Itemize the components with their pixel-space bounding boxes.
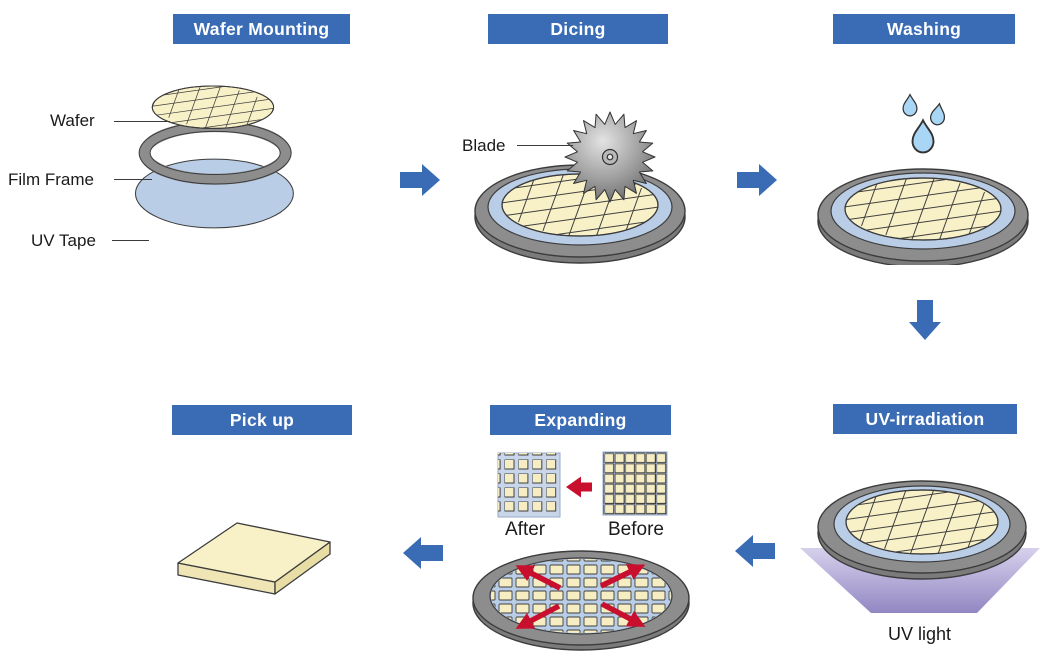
dicing-illustration [474,111,686,264]
after-die-block [497,452,561,518]
flow-arrow-left-icon [403,537,443,569]
film-frame-lead-line [114,179,152,180]
step-header-wafer-mounting: Wafer Mounting [173,14,350,44]
film-frame-ring [138,121,292,185]
water-drops-icon [902,93,946,154]
pick-up-illustration [177,522,331,595]
blade-label: Blade [462,136,506,155]
uv-irradiation-illustration [800,480,1040,613]
film-frame-label: Film Frame [8,170,94,189]
uv-tape-label: UV Tape [31,231,96,250]
uv-light-label: UV light [888,624,952,644]
expand-arrows-icon [515,564,646,629]
uv-tape-lead-line [112,240,149,241]
after-label: After [505,519,546,540]
wafer-mounting-illustration [134,85,294,229]
flow-arrow-right-icon [400,164,440,196]
mounted-wafer [817,168,1029,265]
wafer-label: Wafer [50,111,95,130]
washing-illustration [817,93,1029,265]
step-header-pick-up: Pick up [172,405,352,435]
flow-arrow-down-icon [909,300,941,340]
wafer-ellipse [151,85,275,129]
expanding-illustration [472,451,690,651]
flow-arrow-left-icon [735,535,775,567]
single-die [177,522,331,595]
flow-arrow-right-icon [737,164,777,196]
saw-blade-icon [564,111,656,203]
mounted-wafer [817,480,1027,580]
wafer-lead-line [114,121,170,122]
before-die-block [602,451,668,516]
step-header-uv-irradiation: UV-irradiation [833,404,1017,434]
blade-lead-line [517,145,573,146]
step-header-expanding: Expanding [490,405,671,435]
red-arrow-left-icon [566,476,592,498]
step-header-dicing: Dicing [488,14,668,44]
step-header-washing: Washing [833,14,1015,44]
before-label: Before [608,519,664,540]
expanded-wafer [472,550,690,651]
